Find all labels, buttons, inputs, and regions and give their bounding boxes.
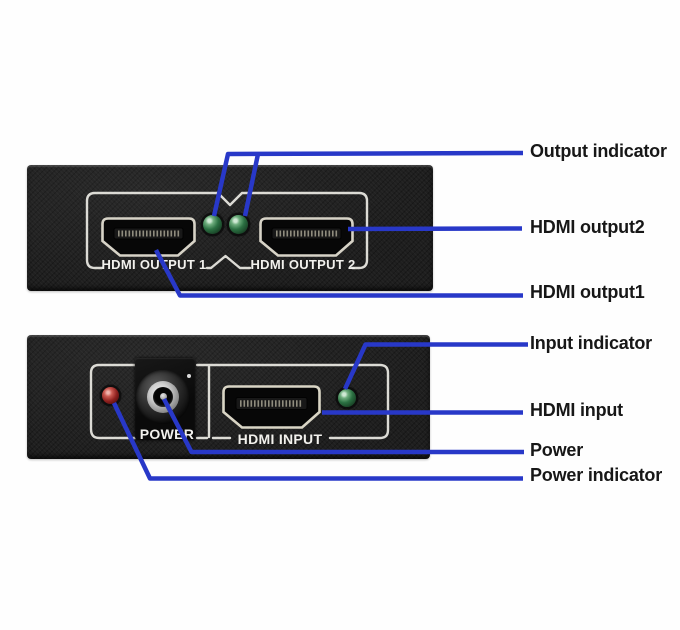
callout-label-output-indicator: Output indicator [530,141,667,161]
hdmi-input-port [222,385,321,429]
callout-label-hdmi-input: HDMI input [530,400,623,420]
dc-jack-pin [160,393,167,400]
bottom-panel: POWER HDMI INPUT [27,335,430,459]
callout-label-hdmi-output2: HDMI output2 [530,217,645,237]
dc-jack-ring [147,381,179,413]
callout-label-input-indicator: Input indicator [530,333,652,353]
power-led [102,387,119,404]
dc-jack-barrel [136,370,190,424]
callout-label-power: Power [530,440,584,460]
port2-print-label: HDMI OUTPUT 2 [250,257,356,272]
highlight-dot [187,374,191,378]
input-led [338,389,356,407]
output-led-1 [203,215,222,234]
dc-jack-hole [153,387,173,407]
hdmi-input-print-label: HDMI INPUT [237,431,323,447]
callout-label-hdmi-output1: HDMI output1 [530,282,645,302]
output-led-2 [229,215,248,234]
top-panel: HDMI OUTPUT 1 HDMI OUTPUT 2 [27,165,433,291]
hdmi-output1-port [101,217,196,257]
power-print-label: POWER [139,426,195,442]
port1-print-label: HDMI OUTPUT 1 [101,257,207,272]
hdmi-output2-port [259,217,354,257]
callout-label-power-indicator: Power indicator [530,465,663,485]
